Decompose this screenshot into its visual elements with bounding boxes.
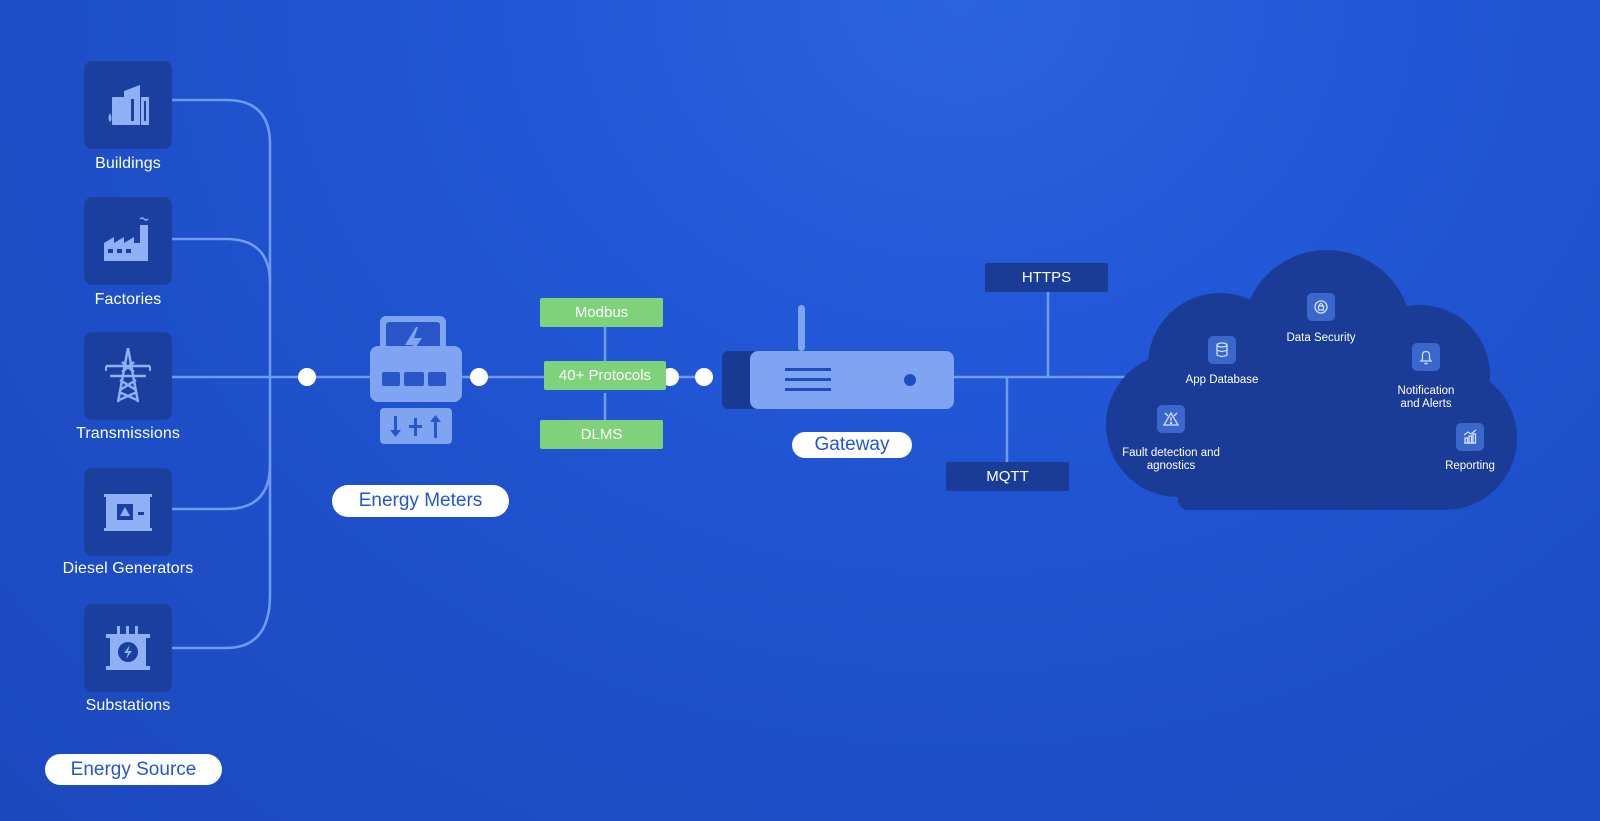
building-icon [108,85,149,125]
fault-detection-icon [1157,405,1185,433]
protocol-40plus: 40+ Protocols [544,361,666,390]
connector-dot [470,368,488,386]
energy-source-label: Energy Source [45,754,222,785]
fault-detection-label-line2: agnostics [1146,460,1196,472]
database-icon [1208,336,1236,364]
connector-dot [298,368,316,386]
app-database-label: App Database [1185,374,1259,386]
connector-dot [695,368,713,386]
reporting-label: Reporting [1445,460,1495,472]
data-security-label: Data Security [1286,332,1356,344]
bell-icon [1412,343,1440,371]
source-tile-diesel-generators [84,468,172,556]
energy-meters-label: Energy Meters [332,485,509,517]
lock-icon [1307,293,1335,321]
source-label-substations: Substations [85,697,171,714]
protocol-modbus: Modbus [540,298,663,327]
protocol-dlms: DLMS [540,420,663,449]
source-label-diesel-generators: Diesel Generators [62,560,194,577]
router-icon [722,305,954,409]
transmission-tower-icon [105,347,151,403]
reporting-icon [1456,423,1484,451]
notification-label-line2: and Alerts [1400,398,1452,410]
source-label-buildings: Buildings [95,155,161,172]
source-tile-substations [84,604,172,692]
source-label-factories: Factories [94,291,162,308]
https-tag: HTTPS [985,263,1108,292]
source-tile-buildings [84,61,172,149]
fault-detection-label-line1: Fault detection and [1122,447,1220,459]
mqtt-tag: MQTT [946,462,1069,491]
source-label-transmissions: Transmissions [76,425,180,442]
source-tile-factories [84,197,172,285]
notification-label-line1: Notification [1397,385,1455,397]
cloud-shape [1106,250,1517,510]
substation-icon [106,626,150,670]
energy-meter-icon [370,316,462,444]
diesel-generator-icon [104,494,152,531]
factory-icon [104,217,149,261]
source-tile-transmissions [84,332,172,420]
gateway-label: Gateway [792,432,912,458]
